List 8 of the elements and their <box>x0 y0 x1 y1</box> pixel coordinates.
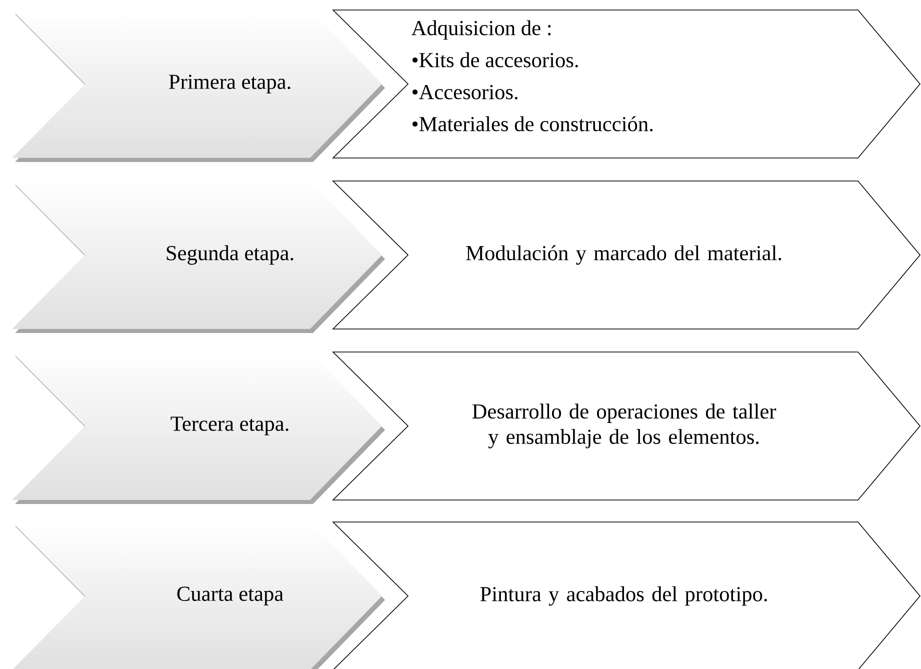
chevron-box: Segunda etapa. <box>12 181 385 333</box>
chevron-box: Cuarta etapa <box>12 522 385 669</box>
chevron-box: Desarrollo de operaciones de taller y ensamblaje de los elementos. <box>332 352 921 500</box>
chevron-box: Modulación y marcado del material. <box>332 180 921 330</box>
chevron-box: Pintura y acabados del prototipo. <box>332 522 921 669</box>
chevron-box: Primera etapa. <box>12 10 385 162</box>
chevron-box: Tercera etapa. <box>12 352 385 504</box>
chevron-box: Adquisicion de : •Kits de accesorios. •Accesorios. •Materiales de construcción. <box>332 10 921 158</box>
